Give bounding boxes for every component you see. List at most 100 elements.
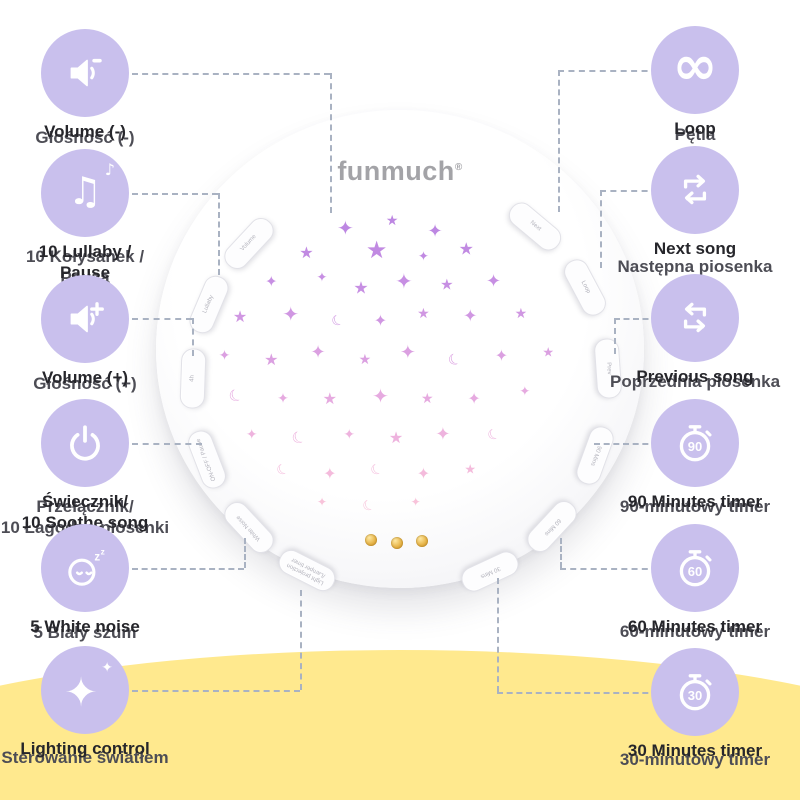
sparkle-icon: ✦ [64,670,98,716]
star-glyph: ✦ [337,216,354,241]
sparkle-small-icon: ✦ [101,660,113,676]
label-en: 30 Minutes timer [627,741,763,760]
star-glyph: ✦ [343,426,356,443]
label-en: 60 Minutes timer [627,617,763,636]
star-glyph: ★ [440,275,454,294]
led-indicator [365,534,377,546]
connector-line [132,193,218,195]
star-glyph: ✦ [316,270,328,286]
label-pl: 60-minutowy timer [619,622,771,641]
connector-line [600,190,658,192]
feature-label-volume-minus: Głośność (-)Volume (-) [0,122,205,147]
led-indicator [416,535,428,547]
star-glyph: ✦ [323,463,337,483]
next-song-arrows-icon [683,174,707,205]
star-glyph: ✦ [416,463,431,483]
label-en: 90 Minutes timer [627,492,763,511]
label-pl: Sterowanie światłem [1,748,169,767]
star-glyph: ✦ [410,495,421,510]
star-glyph: ✦ [463,306,478,327]
label-pl: Następna piosenka [617,257,773,276]
feature-icon-timer-60: 60 [651,524,739,612]
device-button-label: Lullaby [202,294,216,315]
label-pl: Poprzednia piosenka [609,372,781,391]
moon-glyph: ☾ [274,460,292,481]
feature-icon-timer-30: 30 [651,648,739,736]
star-glyph: ★ [232,307,248,327]
label-pl: Przełącznik/ [36,497,134,516]
timer-30-icon: 30 [679,674,712,711]
timer-90-icon: 90 [679,425,712,462]
connector-line [192,318,194,356]
star-glyph: ★ [421,391,434,408]
connector-line [497,692,658,694]
connector-line [132,568,244,570]
feature-icon-lighting-control: ✦✦ [41,646,129,734]
label-en: Next song [653,239,737,258]
label-en: Volume (+) [41,368,129,387]
label-en: Volume (-) [44,122,126,141]
connector-line [560,538,562,568]
device-button-label: Loop [579,279,592,295]
feature-icon-lullaby-pause: ♫♪ [41,149,129,237]
moon-glyph: ☾ [444,348,465,371]
star-glyph: ✦ [467,389,481,409]
connector-line [218,193,220,275]
label-en: 5 White noise [30,617,140,636]
speaker-plus-icon [70,302,104,333]
star-glyph: ★ [358,351,372,368]
connector-line [132,73,330,75]
star-glyph: ★ [365,235,388,264]
feature-icon-volume-plus [41,275,129,363]
star-glyph: ★ [353,278,369,299]
moon-glyph: ☾ [328,310,347,331]
label-pl: 90-minutowy timer [619,497,771,516]
feature-label-switch-soothe-song: Przełącznik/Świecznik/10 Łagodne piosenk… [0,492,205,537]
star-glyph: ✦ [310,341,326,363]
music-note-small-icon: ♪ [104,160,115,179]
label-pl: 30-minutowy timer [619,750,771,769]
star-glyph: ✦ [282,301,300,326]
star-glyph: ✦ [494,346,509,366]
connector-line [330,73,332,213]
moon-glyph: ☾ [287,426,309,450]
star-glyph: ✦ [245,426,258,443]
star-glyph: ✦ [372,383,389,408]
connector-line [558,70,560,212]
feature-icon-previous-song [651,274,739,362]
label-en: Lighting control [20,739,150,758]
led-indicator [391,537,403,549]
connector-line [132,690,300,692]
connector-line [132,443,202,445]
star-projection-area: ✦★✦★★✦★✦✦★✦★✦★✦☾✦★✦★✦★✦★✦☾✦★☾✦★✦★✦✦✦☾✦★✦… [205,214,595,570]
star-glyph: ✦ [519,384,531,400]
star-glyph: ★ [417,305,430,322]
connector-line [594,443,658,445]
label-en: Previous song [636,367,754,386]
device-button-label: Volume [239,233,258,253]
star-glyph: ✦ [277,391,289,408]
label-en: 10 Lullaby / [38,242,132,261]
star-glyph: ★ [514,305,528,322]
star-glyph: ✦ [486,270,502,292]
device-button-label: 90 Mins [589,444,602,467]
moon-glyph: ☾ [367,460,386,481]
svg-text:z: z [101,546,105,556]
connector-line [614,318,658,320]
label-en: 10 Soothe song [21,513,149,532]
music-notes-icon: ♫ [67,169,103,213]
registered-mark: ® [454,162,463,173]
star-glyph: ★ [542,345,555,361]
star-glyph: ✦ [218,348,231,365]
star-glyph: ✦ [435,423,451,445]
infinity-icon: ∞ [672,34,718,97]
